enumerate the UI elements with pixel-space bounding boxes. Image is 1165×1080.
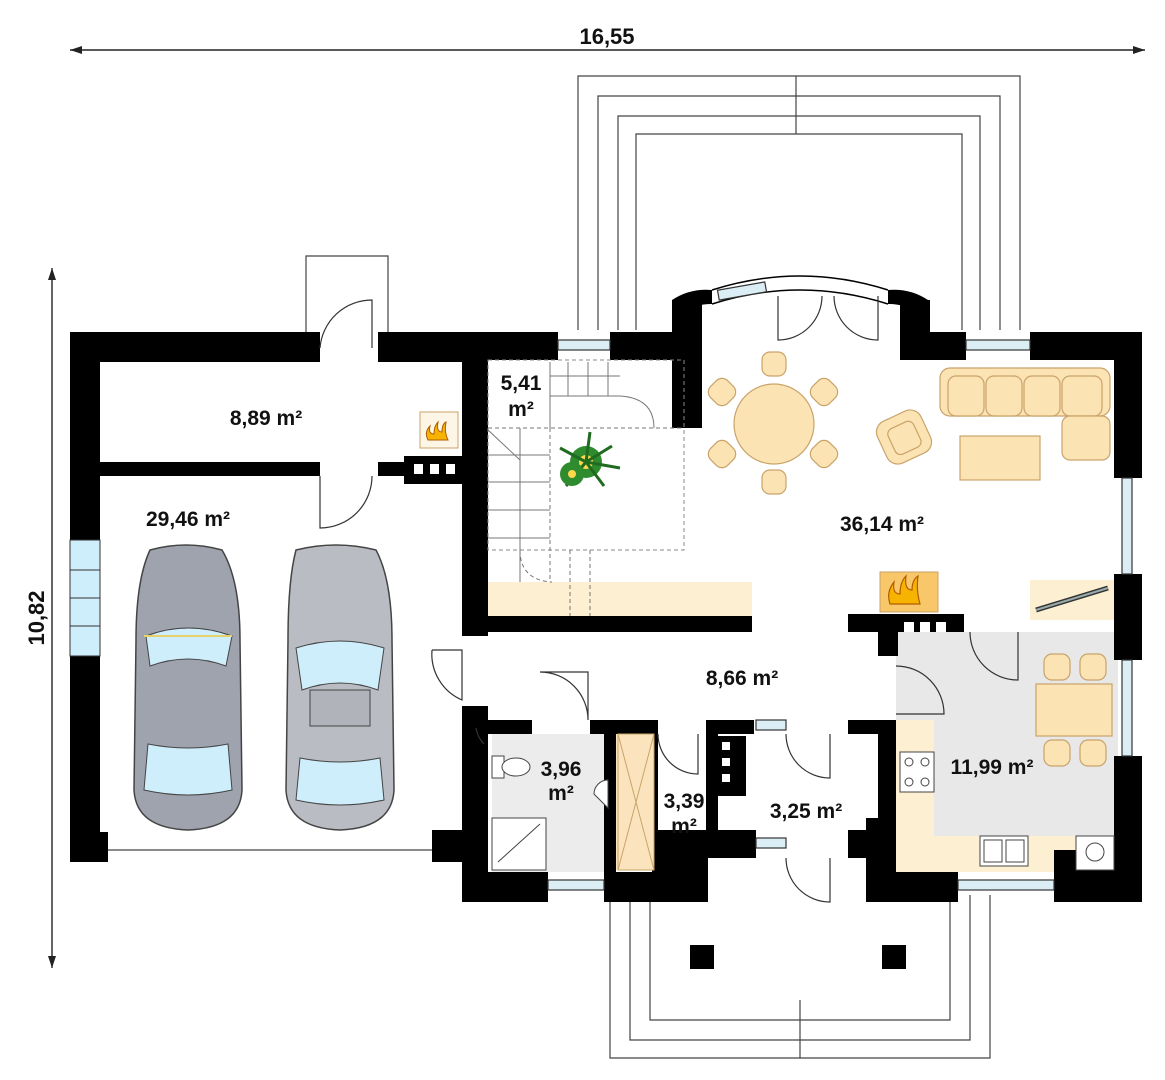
dishwasher-icon xyxy=(1075,835,1115,871)
rear-terrace xyxy=(577,75,1021,330)
height-dimension: 10,82 xyxy=(24,268,56,968)
fireplace-icon xyxy=(879,571,939,613)
doors[interactable] xyxy=(319,295,1019,903)
kitchen-table xyxy=(1035,653,1113,767)
washbasin-icon xyxy=(593,779,609,810)
armchair xyxy=(875,409,933,465)
area-label-garage: 29,46 m² xyxy=(146,508,230,531)
area-label-stair-line1: 5,41 xyxy=(501,372,542,395)
area-label-bath-line2: m² xyxy=(548,782,574,805)
walls[interactable] xyxy=(70,275,1142,902)
shower-icon xyxy=(491,817,547,871)
sink-icon xyxy=(979,835,1029,867)
area-label-stair-line2: m² xyxy=(508,398,534,421)
area-label-hall: 8,66 m² xyxy=(706,667,778,690)
room-labels: 8,89 m² 29,46 m² 5,41 m² 36,14 m² 8,66 m… xyxy=(146,372,1033,838)
windows[interactable] xyxy=(69,281,1133,891)
front-terrace xyxy=(609,895,991,1059)
plant-icon xyxy=(559,431,621,487)
area-label-vestibule: 3,25 m² xyxy=(770,800,842,823)
stove-icon xyxy=(899,751,935,793)
wardrobe-icon xyxy=(617,733,655,871)
area-label-kitchen: 11,99 m² xyxy=(951,756,1034,779)
area-label-bath-line1: 3,96 xyxy=(541,758,582,781)
height-label: 10,82 xyxy=(24,590,49,645)
width-dimension: 16,55 xyxy=(70,24,1145,54)
sofa xyxy=(939,367,1111,461)
car-dark xyxy=(133,544,243,831)
staircase xyxy=(487,359,685,616)
dining-set xyxy=(707,351,839,495)
toilet-icon xyxy=(491,755,531,779)
boiler-icon xyxy=(419,411,459,449)
area-label-living: 36,14 m² xyxy=(840,513,924,536)
width-label: 16,55 xyxy=(579,24,634,49)
coffee-table xyxy=(959,435,1041,481)
area-label-closet-line2: m² xyxy=(671,815,697,838)
tv-unit xyxy=(1035,585,1109,613)
car-light xyxy=(285,544,395,831)
area-label-closet-line1: 3,39 xyxy=(664,790,705,813)
area-label-boiler: 8,89 m² xyxy=(230,407,302,430)
side-entrance-steps xyxy=(305,255,389,332)
